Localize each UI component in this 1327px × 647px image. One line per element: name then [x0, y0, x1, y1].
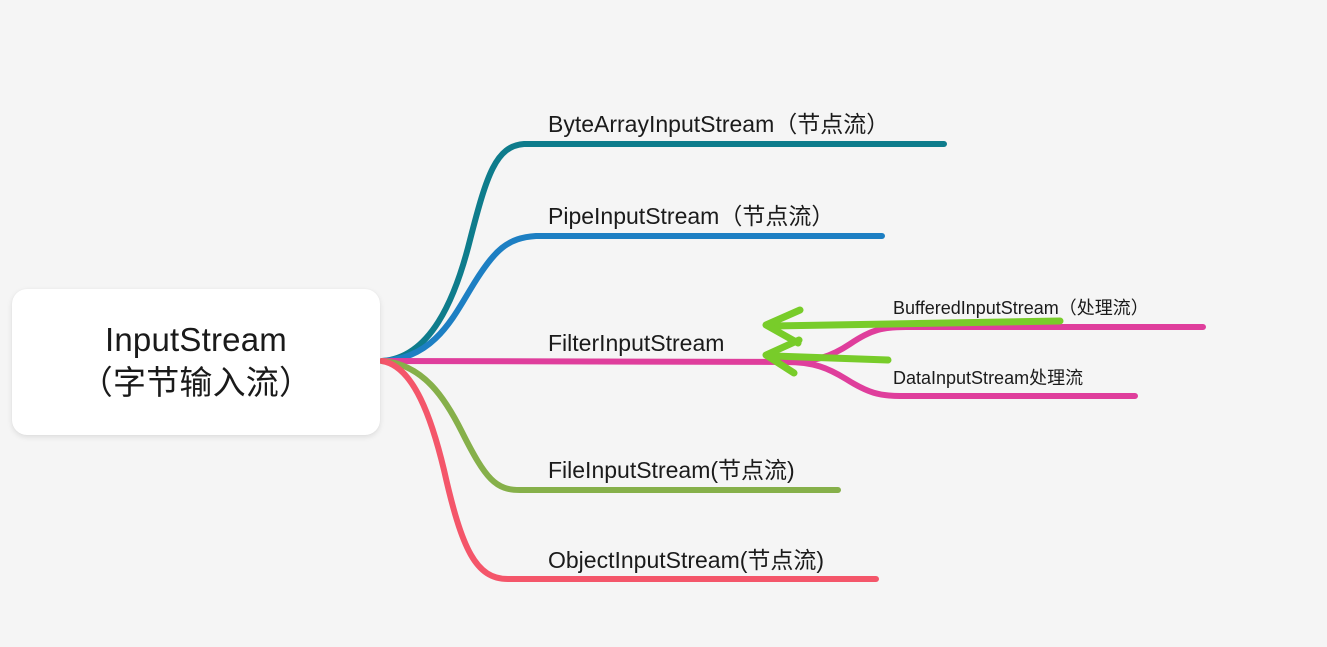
sub-branch-label-data-input-stream[interactable]: DataInputStream处理流: [893, 368, 1084, 388]
connector-filter-input-stream: [379, 358, 793, 365]
branch-label-byte-array-input-stream[interactable]: ByteArrayInputStream（节点流）: [548, 111, 890, 137]
branch-label-file-input-stream[interactable]: FileInputStream(节点流): [548, 457, 795, 483]
branch-label-filter-input-stream[interactable]: FilterInputStream: [548, 330, 725, 356]
green-arrow-upper-head-icon: [762, 306, 804, 347]
root-node-subtitle: （字节输入流）: [79, 364, 313, 401]
branch-label-pipe-input-stream[interactable]: PipeInputStream（节点流）: [548, 203, 835, 229]
green-arrow-lower-head-icon: [762, 336, 803, 377]
root-node-title: InputStream: [105, 321, 287, 359]
sub-branch-label-buffered-input-stream[interactable]: BufferedInputStream（处理流）: [893, 298, 1149, 318]
connector-byte-array-input-stream: [379, 141, 947, 364]
connector-buffered-input-stream: [783, 324, 1206, 365]
green-arrow-lower-icon: [770, 352, 892, 364]
green-arrow-upper-icon: [768, 317, 1064, 330]
root-node-input-stream[interactable]: InputStream （字节输入流）: [12, 289, 380, 435]
branch-label-object-input-stream[interactable]: ObjectInputStream(节点流): [548, 547, 825, 573]
